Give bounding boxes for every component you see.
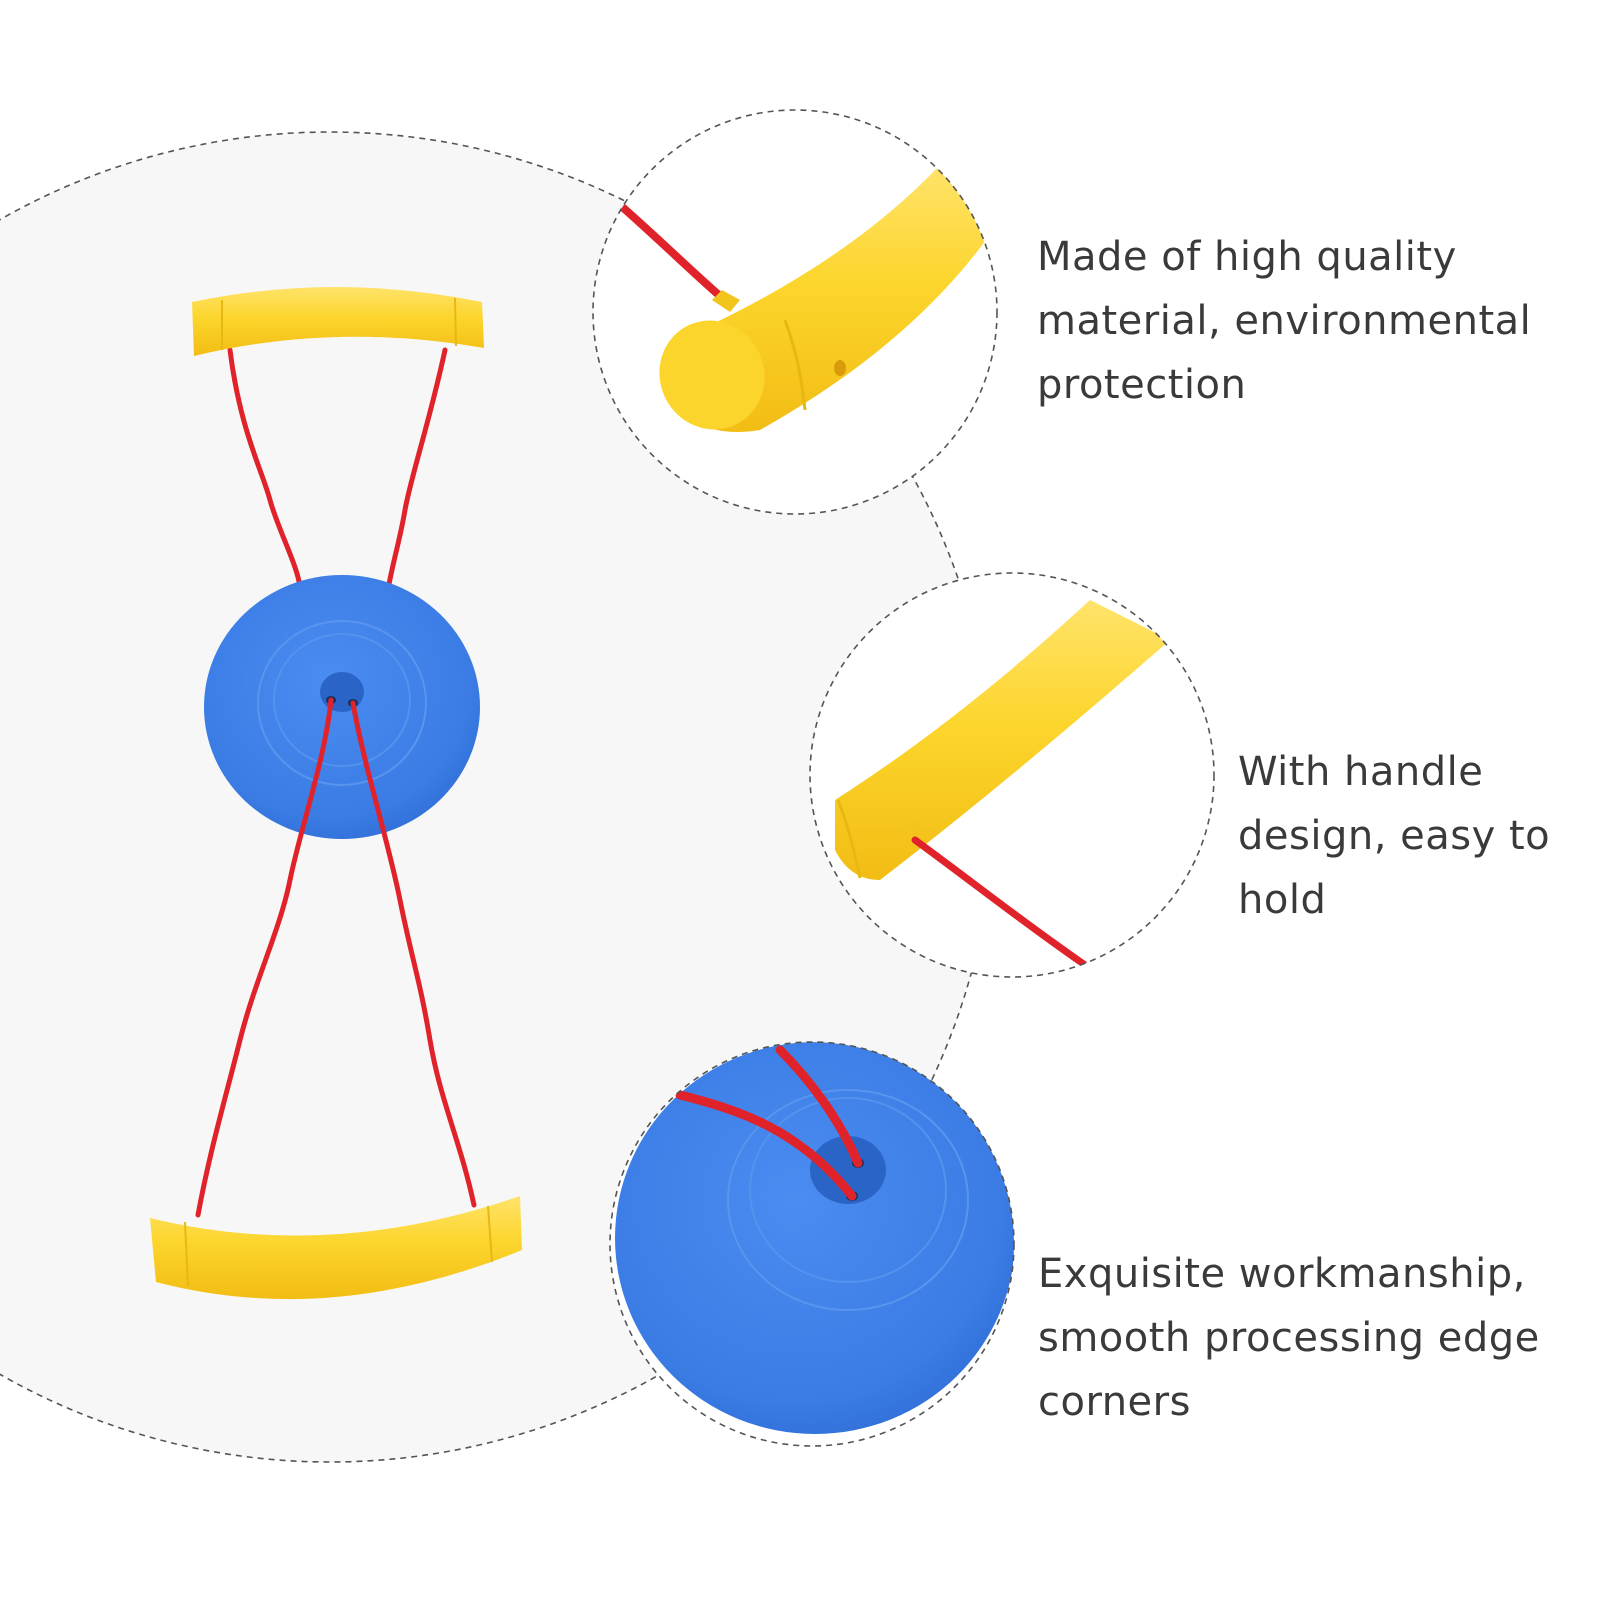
caption-workmanship: Exquisite workmanship, smooth processing… xyxy=(1038,1251,1540,1425)
caption-material: Made of high quality material, environme… xyxy=(1037,234,1532,408)
lower-rope-right xyxy=(350,700,477,1208)
detail-circle-material xyxy=(592,109,998,515)
upper-rope-left xyxy=(227,347,303,593)
upper-rope-right xyxy=(385,347,448,593)
detail-circle-handle xyxy=(809,572,1215,978)
top-handle xyxy=(192,287,484,356)
caption-handle: With handle design, easy to hold xyxy=(1238,749,1551,923)
detail-circle-workmanship xyxy=(609,1041,1015,1447)
lower-rope-left xyxy=(195,697,334,1218)
main-product xyxy=(150,287,522,1300)
bottom-handle xyxy=(150,1196,522,1300)
